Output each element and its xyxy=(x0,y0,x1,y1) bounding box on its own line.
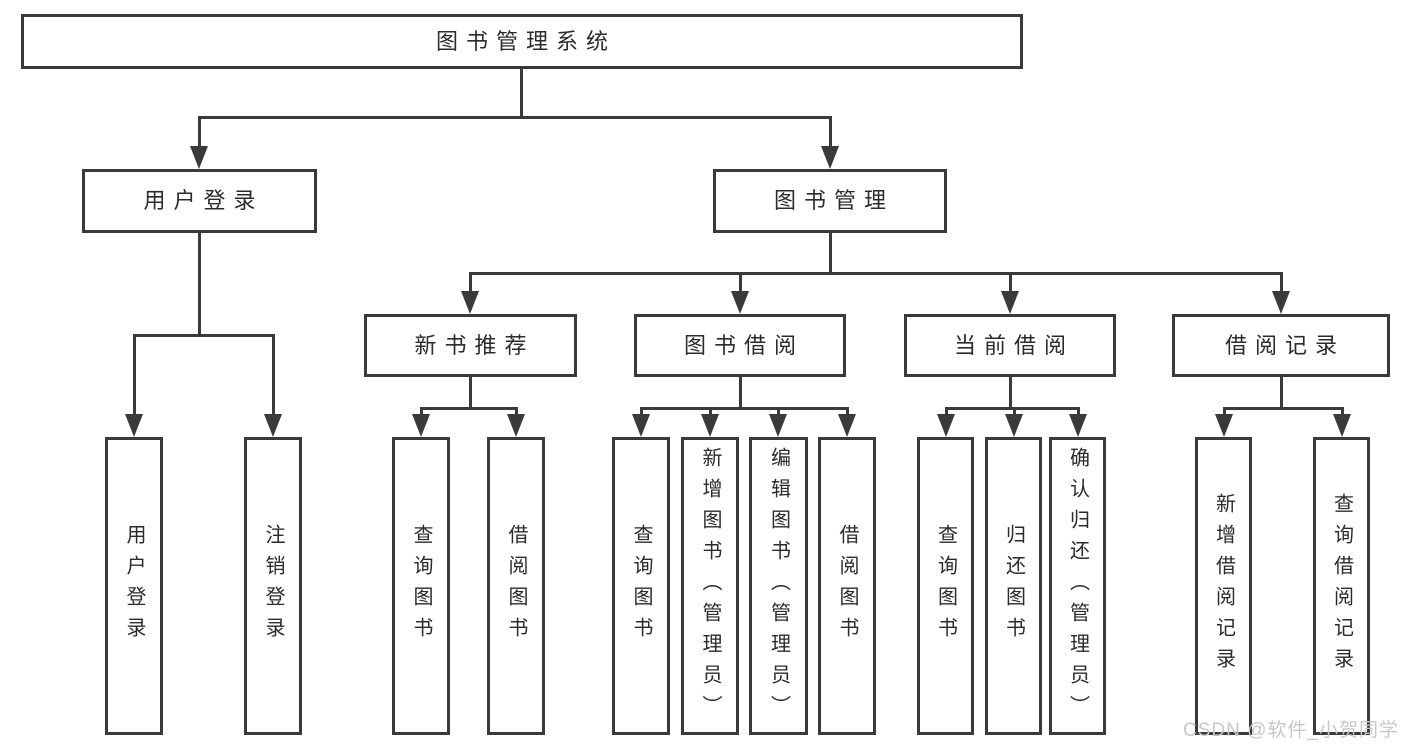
connector-line xyxy=(639,406,849,410)
leaf-query-books-borrowing: 查询图书 xyxy=(612,437,670,735)
connector-arrowhead xyxy=(411,414,430,437)
connector-arrowhead xyxy=(837,414,856,437)
connector-arrowhead xyxy=(700,414,719,437)
node-label: 图书管理 xyxy=(773,188,894,213)
node-book-borrowing: 图书借阅 xyxy=(634,314,846,377)
connector-line xyxy=(1279,273,1283,295)
connector-arrowhead xyxy=(1004,414,1023,437)
connector-line xyxy=(738,273,742,295)
connector-line xyxy=(419,406,518,410)
connector-arrowhead xyxy=(1068,414,1087,437)
connector-line xyxy=(845,408,849,418)
connector-arrowhead xyxy=(936,414,955,437)
node-label: 用户登录 xyxy=(123,524,145,648)
node-user-login: 用户登录 xyxy=(82,169,317,233)
connector-line xyxy=(1279,377,1283,410)
connector-line xyxy=(1076,408,1080,418)
connector-line xyxy=(1008,273,1012,295)
connector-arrowhead xyxy=(768,414,787,437)
node-borrowing-records: 借阅记录 xyxy=(1172,314,1390,377)
leaf-borrow-books-recommend: 借阅图书 xyxy=(487,437,545,735)
connector-arrowhead xyxy=(189,146,208,169)
connector-line xyxy=(419,408,423,418)
node-book-management: 图书管理 xyxy=(713,169,947,233)
connector-arrowhead xyxy=(1271,291,1290,314)
connector-line xyxy=(944,408,948,418)
leaf-add-books-admin: 新增图书（管理员） xyxy=(681,437,739,735)
leaf-user-login: 用户登录 xyxy=(105,437,163,735)
node-label: 编辑图书（管理员） xyxy=(767,446,790,726)
leaf-edit-books-admin: 编辑图书（管理员） xyxy=(749,437,808,735)
leaf-logout: 注销登录 xyxy=(244,437,302,735)
leaf-query-books-recommend: 查询图书 xyxy=(392,437,450,735)
connector-arrowhead xyxy=(1332,414,1351,437)
node-label: 图书管理系统 xyxy=(435,28,616,54)
connector-line xyxy=(828,117,832,150)
connector-line xyxy=(1340,408,1344,418)
node-label: 新书推荐 xyxy=(414,332,535,358)
node-label: 借阅图书 xyxy=(836,524,858,648)
connector-line xyxy=(468,377,472,410)
connector-line xyxy=(197,117,201,150)
leaf-add-borrow-record: 新增借阅记录 xyxy=(1195,437,1252,735)
connector-arrowhead xyxy=(631,414,650,437)
connector-arrowhead xyxy=(124,414,143,437)
connector-line xyxy=(1222,408,1226,418)
connector-arrowhead xyxy=(1000,291,1019,314)
node-label: 查询借阅记录 xyxy=(1330,493,1353,679)
node-label: 借阅记录 xyxy=(1224,332,1345,358)
leaf-query-books-current: 查询图书 xyxy=(917,437,974,735)
connector-arrowhead xyxy=(506,414,525,437)
connector-line xyxy=(708,408,712,418)
node-current-borrowing: 当前借阅 xyxy=(904,314,1116,377)
connector-line xyxy=(639,408,643,418)
connector-line xyxy=(132,335,136,418)
node-label: 归还图书 xyxy=(1002,524,1025,648)
node-label: 查询图书 xyxy=(630,524,652,648)
node-label: 图书借阅 xyxy=(683,332,804,358)
connector-arrowhead xyxy=(460,291,479,314)
connector-line xyxy=(468,273,472,295)
connector-line xyxy=(944,406,1080,410)
connector-line xyxy=(1012,408,1016,418)
node-label: 新增借阅记录 xyxy=(1212,493,1235,679)
connector-line xyxy=(828,233,832,275)
connector-line xyxy=(197,115,832,119)
node-label: 查询图书 xyxy=(934,524,957,648)
node-label: 用户登录 xyxy=(143,188,264,213)
node-label: 新增图书（管理员） xyxy=(699,446,721,726)
connector-arrowhead xyxy=(820,146,839,169)
connector-line xyxy=(738,377,742,410)
connector-arrowhead xyxy=(730,291,749,314)
node-new-book-recommend: 新书推荐 xyxy=(364,314,577,377)
node-label: 借阅图书 xyxy=(505,524,527,648)
connector-line xyxy=(1008,377,1012,410)
connector-line xyxy=(197,233,201,337)
csdn-watermark: CSDN @软件_小贺同学 xyxy=(1183,720,1399,741)
connector-line xyxy=(271,335,275,418)
node-label: 注销登录 xyxy=(262,524,284,648)
connector-arrowhead xyxy=(1214,414,1233,437)
leaf-query-borrow-record: 查询借阅记录 xyxy=(1313,437,1370,735)
leaf-borrow-books-borrowing: 借阅图书 xyxy=(818,437,876,735)
node-label: 确认归还（管理员） xyxy=(1066,446,1089,726)
connector-line xyxy=(468,271,1283,275)
connector-line xyxy=(776,408,780,418)
node-library-management-system: 图书管理系统 xyxy=(21,14,1023,69)
connector-arrowhead xyxy=(263,414,282,437)
connector-line xyxy=(519,69,523,118)
node-label: 查询图书 xyxy=(410,524,432,648)
connector-line xyxy=(132,333,275,337)
leaf-return-books: 归还图书 xyxy=(985,437,1042,735)
connector-line xyxy=(1222,406,1344,410)
node-label: 当前借阅 xyxy=(953,332,1074,358)
leaf-confirm-return-admin: 确认归还（管理员） xyxy=(1049,437,1106,735)
connector-line xyxy=(514,408,518,418)
